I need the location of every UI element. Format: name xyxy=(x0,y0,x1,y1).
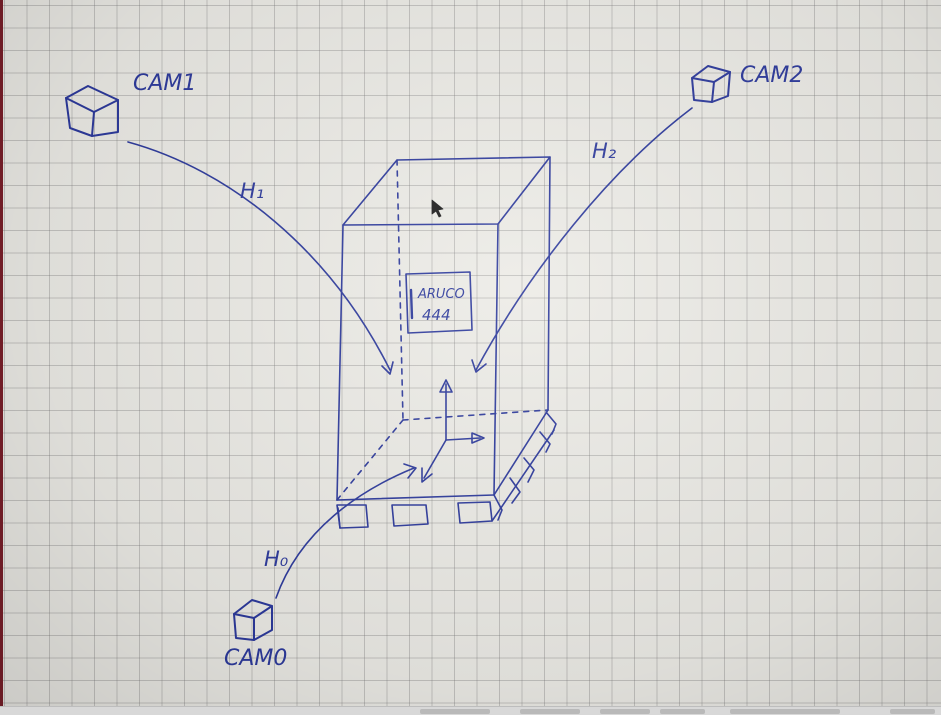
cam2-label: CAM2 xyxy=(740,63,803,88)
mouse-cursor-icon xyxy=(431,199,444,218)
h1-arrow xyxy=(127,141,394,375)
h1-label: H₁ xyxy=(240,179,264,203)
aruco-id: 444 xyxy=(422,306,451,324)
h0-arrow xyxy=(275,463,417,599)
cam0-label: CAM0 xyxy=(224,646,287,671)
camera-0-cube xyxy=(233,599,273,641)
box-drawing xyxy=(336,156,551,501)
control-segment xyxy=(600,709,650,714)
pallet-blocks xyxy=(336,411,557,529)
camera-1-cube xyxy=(65,85,119,137)
camera-2-cube xyxy=(691,65,731,103)
control-segment xyxy=(660,709,705,714)
coordinate-frame xyxy=(421,379,485,483)
aruco-label: ARUCO xyxy=(417,287,465,302)
cam1-label: CAM1 xyxy=(133,71,196,96)
control-segment xyxy=(890,709,935,714)
video-controls-strip xyxy=(0,706,941,715)
control-segment xyxy=(730,709,840,714)
h2-label: H₂ xyxy=(592,139,617,163)
notebook-edge xyxy=(0,0,3,715)
control-segment xyxy=(520,709,580,714)
h2-arrow xyxy=(471,107,693,373)
h0-label: H₀ xyxy=(264,547,289,571)
control-segment xyxy=(420,709,490,714)
aruco-marker xyxy=(405,271,473,334)
